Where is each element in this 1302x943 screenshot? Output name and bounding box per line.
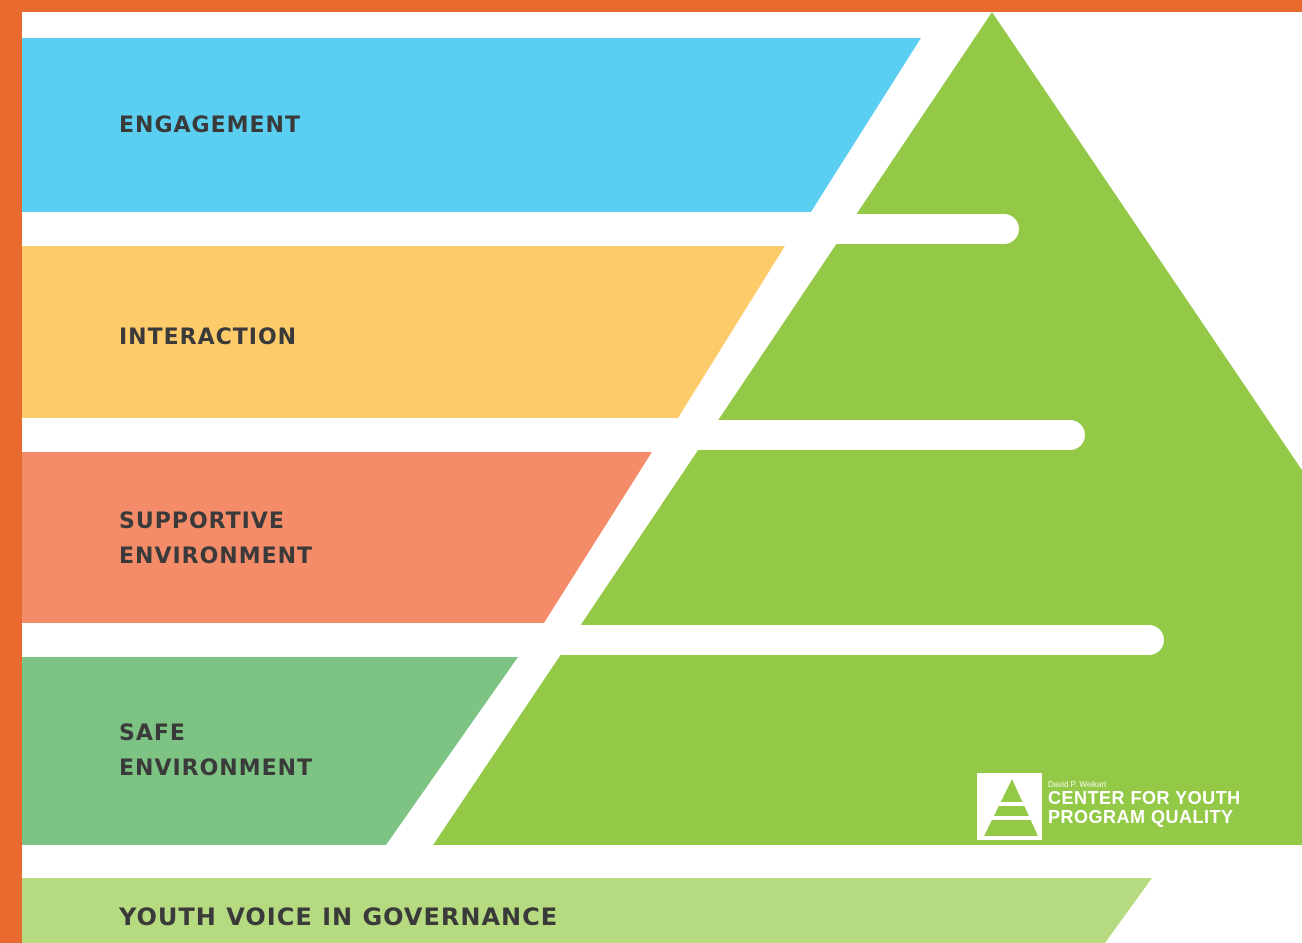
separator-bar-3 [22,625,1164,655]
label-supportive-environment: SUPPORTIVE ENVIRONMENT [119,509,314,569]
separator-bar-2 [22,420,1085,450]
logo-pyramid-icon [977,773,1042,840]
label-youth-voice: YOUTH VOICE IN GOVERNANCE [119,903,559,931]
band-supportive-environment [22,452,652,623]
logo-line-1: CENTER FOR YOUTH [1048,788,1241,809]
logo-wordmark: David P. Weikart CENTER FOR YOUTH PROGRA… [1048,780,1241,828]
logo-line-2: PROGRAM QUALITY [1048,807,1234,828]
label-safe-environment: SAFE ENVIRONMENT [119,721,314,781]
band-safe-environment [22,657,518,845]
band-interaction [22,246,785,418]
frame-left-border [0,0,22,943]
label-engagement: ENGAGEMENT [119,113,301,138]
logo-small-text: David P. Weikart [1048,780,1107,789]
band-youth-voice [22,878,1152,943]
band-engagement [22,38,921,212]
separator-bar-1 [22,214,1019,244]
frame-top-border [0,0,1302,12]
label-interaction: INTERACTION [119,325,298,350]
